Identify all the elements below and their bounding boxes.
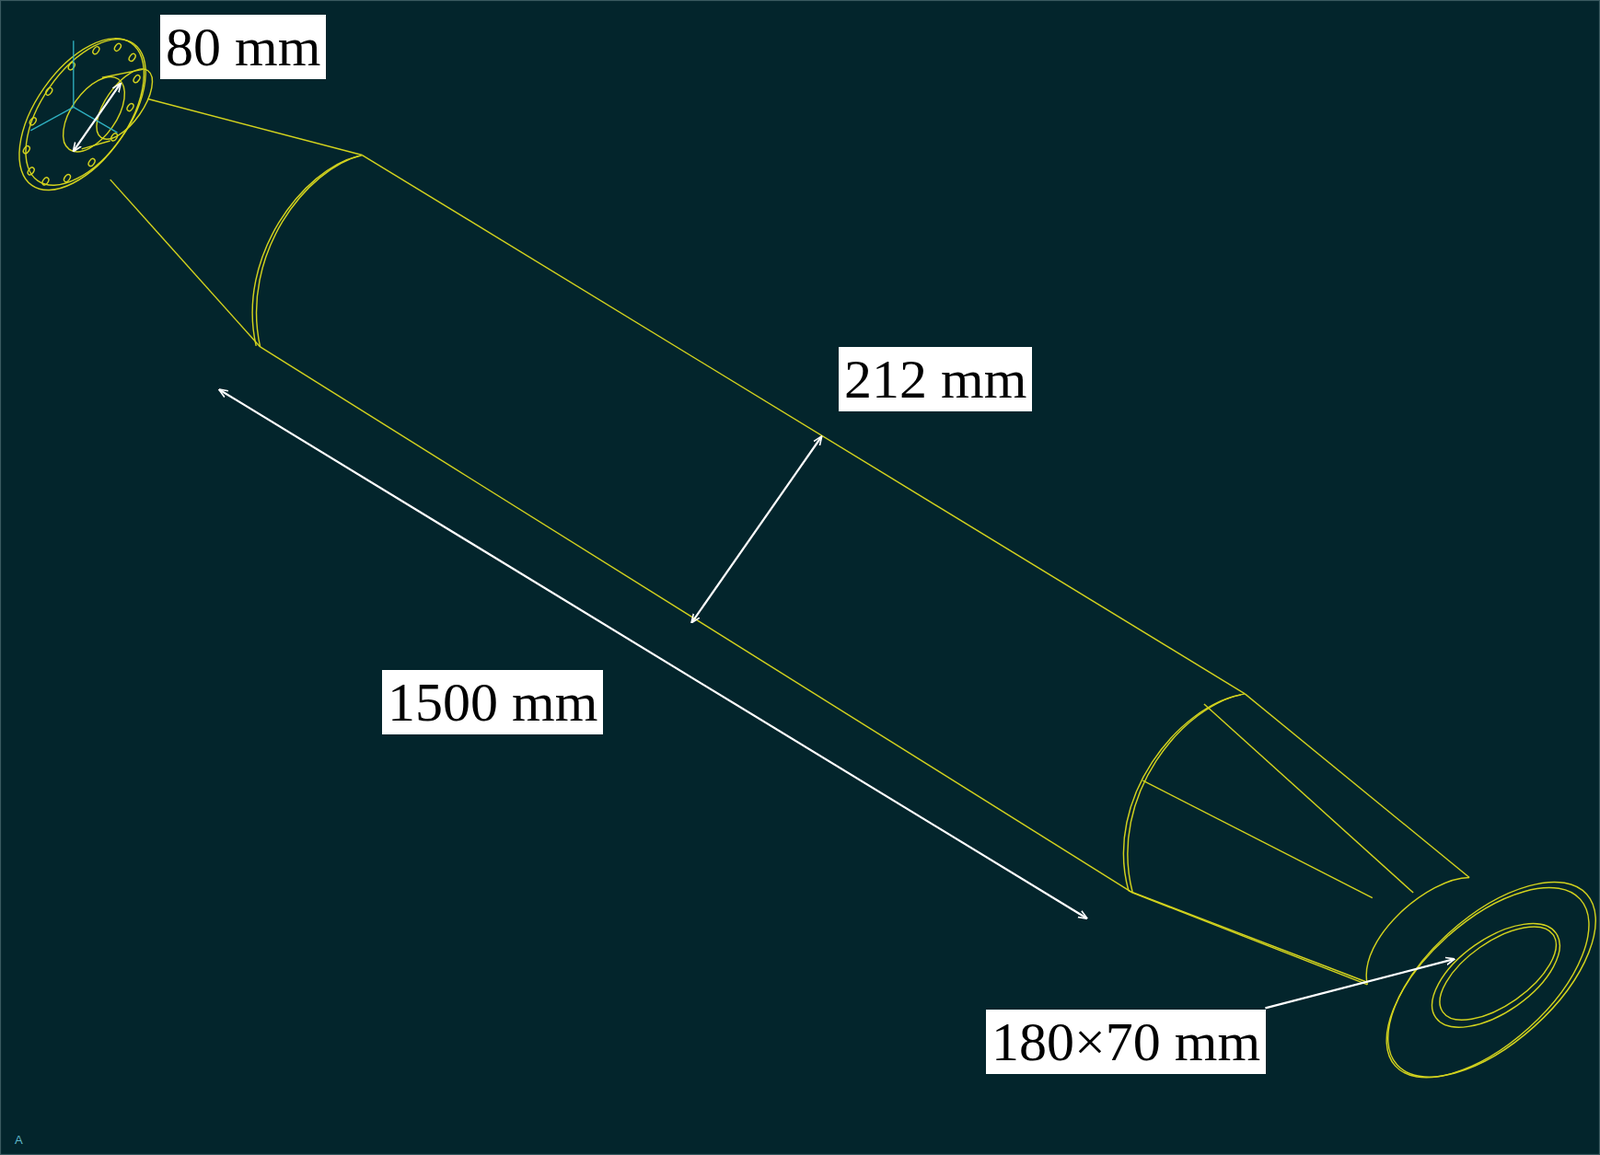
- bolt-hole: [62, 173, 72, 183]
- bolt-hole: [87, 157, 97, 167]
- axis-x: [30, 106, 74, 130]
- outlet-slot-rim: [1425, 909, 1572, 1039]
- dimension-label: 180×70 mm: [985, 1009, 1266, 1075]
- bolt-hole: [28, 116, 38, 127]
- bolt-hole: [92, 46, 102, 56]
- axis-triad: [30, 40, 117, 133]
- bolt-hole: [67, 61, 77, 71]
- wireframe: [0, 16, 1600, 1113]
- cone-line: [1204, 704, 1414, 893]
- dimension-arrow: [219, 390, 1087, 919]
- dimension-arrows: [73, 83, 1455, 1009]
- cylinder-end: [256, 155, 363, 348]
- dimension-arrow: [73, 83, 121, 151]
- neck-line: [102, 69, 143, 78]
- outlet-flange: [1355, 847, 1600, 1114]
- cone-line: [148, 99, 363, 156]
- axis-z: [72, 40, 74, 107]
- bolt-hole: [132, 73, 142, 83]
- inlet-opening: [50, 66, 137, 163]
- bolt-hole: [44, 86, 54, 96]
- inlet-flange-rim: [1, 18, 170, 207]
- outlet-flange-rim: [1354, 854, 1600, 1113]
- bolt-hole: [26, 166, 36, 176]
- cylinder-line: [260, 347, 1134, 893]
- inlet-neck: [85, 59, 163, 149]
- cylinder-end: [252, 156, 359, 347]
- neck-line: [81, 140, 111, 150]
- bolt-hole: [22, 144, 32, 154]
- bolt-hole: [126, 102, 136, 112]
- dimension-label: 1500 mm: [382, 670, 603, 735]
- cylinder-end: [1123, 695, 1241, 892]
- bolt-holes: [22, 42, 141, 186]
- bolt-hole: [113, 42, 123, 52]
- bolt-hole: [127, 52, 138, 62]
- cylinder-line: [361, 155, 1245, 695]
- bolt-hole: [41, 176, 51, 186]
- cone-line: [1128, 891, 1366, 983]
- inlet-flange: [0, 16, 170, 212]
- leader-line: [1264, 959, 1454, 1009]
- dimension-label: 80 mm: [160, 14, 326, 80]
- view-marker: A: [14, 1134, 24, 1147]
- outlet-slot: [1414, 903, 1578, 1048]
- cone-line: [110, 179, 261, 348]
- dimension-label: 212 mm: [838, 347, 1032, 412]
- cone-line: [1132, 892, 1368, 986]
- dimension-arrow: [692, 437, 823, 624]
- cone-line: [1142, 780, 1372, 898]
